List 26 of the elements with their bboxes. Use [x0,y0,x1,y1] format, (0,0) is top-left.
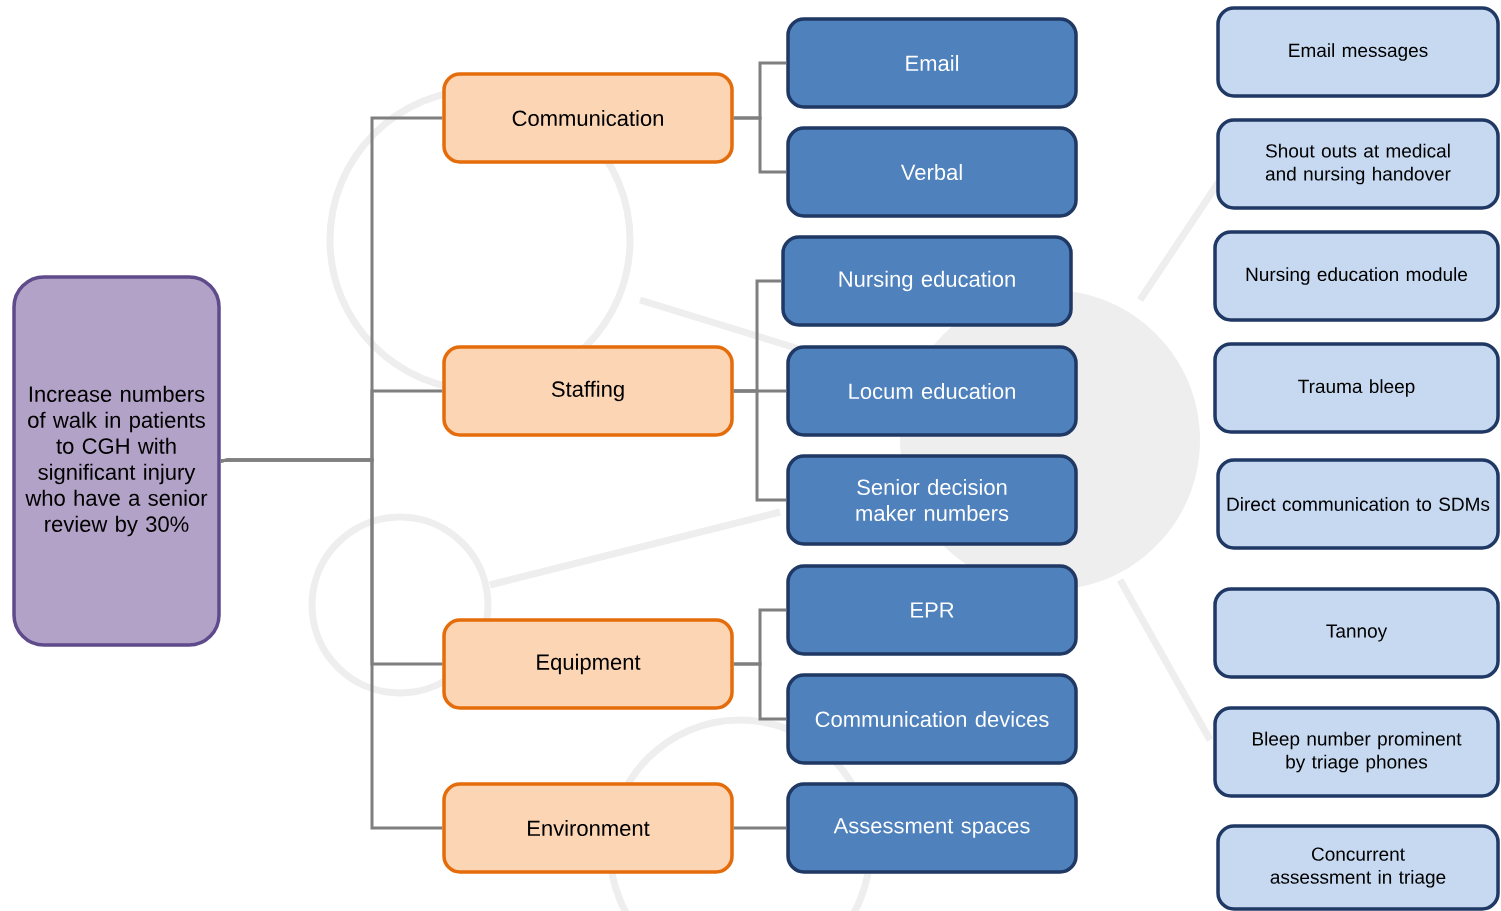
connector-line [733,389,787,502]
category-box: Environment [442,782,734,874]
idea-box: Email messages [1216,6,1500,98]
idea-box: Direct communication to SDMs [1216,458,1500,550]
factor-box: Verbal [786,126,1078,218]
factor-box: Nursing education [781,235,1073,327]
factor-box: Communication devices [786,673,1078,765]
connector-line [733,662,787,721]
category-box: Staffing [442,345,734,437]
connector-line [220,458,443,830]
idea-box: Concurrent assessment in triage [1216,824,1500,911]
factor-box: Locum education [786,345,1078,437]
idea-box: Trauma bleep [1213,342,1500,434]
goal-box: Increase numbers of walk in patients to CGH with significant injury who have a senior review by 30% [12,275,221,647]
factor-box: EPR [786,564,1078,656]
factor-box: Senior decision maker numbers [786,454,1078,546]
idea-box: Bleep number prominent by triage phones [1213,706,1500,798]
factor-box: Assessment spaces [786,782,1078,874]
category-box: Communication [442,72,734,164]
idea-box: Nursing education module [1213,230,1500,322]
idea-box: Tannoy [1213,587,1500,679]
factor-box: Email [786,17,1078,109]
category-box: Equipment [442,618,734,710]
connector-line [733,826,787,830]
idea-box: Shout outs at medical and nursing handover [1216,118,1500,210]
connector-line [733,116,787,174]
